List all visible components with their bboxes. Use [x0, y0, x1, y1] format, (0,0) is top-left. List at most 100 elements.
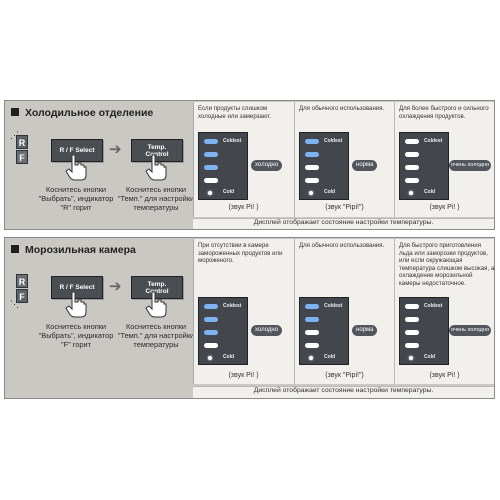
right-arrow-icon: ➔	[109, 141, 122, 158]
glow-rays-icon: ⋱	[10, 299, 19, 309]
section-title-text: Морозильная камера	[25, 244, 136, 256]
sound-text: (звук "Pipi!")	[325, 372, 364, 379]
rf-select-button[interactable]: R / F Select	[51, 139, 103, 162]
cold-label: Cold	[324, 354, 336, 360]
pointing-hand-icon	[65, 291, 87, 318]
level-segment	[405, 139, 419, 144]
display-footnote: Дисплей отображает состояние настройки т…	[193, 218, 494, 229]
mode-column-cold: При отсутствии в камере замороженных про…	[194, 239, 293, 384]
mode-column-very-cold: Для быстрого приготовления льда или замо…	[394, 239, 495, 384]
select-caption: Коснитесь кнопки "Выбрать", индикатор "R…	[38, 185, 114, 212]
mode-description: Для обычного использования.	[299, 242, 385, 249]
level-segment	[204, 178, 218, 183]
level-segment	[405, 343, 419, 348]
level-segment	[204, 330, 218, 335]
rf-select-button[interactable]: R / F Select	[51, 276, 103, 299]
cold-label: Cold	[223, 189, 235, 195]
pointing-hand-icon	[65, 154, 87, 181]
section-title-text: Холодильное отделение	[25, 107, 154, 119]
glow-rays-icon: ⋰	[10, 130, 19, 140]
sound-text: (звук Pi! )	[228, 372, 259, 379]
fridge-instructions: Холодильное отделение ⋰ R F R / F Select…	[5, 101, 194, 229]
level-segment	[305, 304, 319, 309]
mode-description: Для более быстрого и сильного охлаждения…	[399, 105, 489, 120]
level-segment	[405, 165, 419, 170]
level-segment	[305, 343, 319, 348]
cold-label: Cold	[424, 189, 436, 195]
mode-column-cold: Если продукты слишком холодные или замер…	[194, 102, 293, 217]
level-segment	[305, 317, 319, 322]
level-segment	[305, 165, 319, 170]
level-segment	[305, 330, 319, 335]
section-title: Холодильное отделение	[11, 107, 153, 119]
level-segment	[204, 165, 218, 170]
level-segment	[204, 317, 218, 322]
select-caption: Коснитесь кнопки "Выбрать", индикатор "F…	[38, 322, 114, 349]
level-segment	[405, 178, 419, 183]
level-segment	[204, 304, 218, 309]
mode-label: холодно	[251, 160, 283, 171]
level-indicator-dot	[208, 191, 212, 195]
mode-label: холодно	[251, 325, 283, 336]
level-segment	[305, 139, 319, 144]
mode-label: норма	[352, 325, 378, 336]
level-indicator-dot	[409, 191, 413, 195]
level-indicator-dot	[208, 356, 212, 360]
temp-control-button[interactable]: Temp.Control	[131, 276, 183, 299]
mode-label: очень холодно	[449, 325, 492, 336]
level-segment	[405, 330, 419, 335]
mode-column-very-cold: Для более быстрого и сильного охлаждения…	[394, 102, 493, 217]
coldest-label: Coldest	[324, 303, 343, 309]
mode-label: норма	[352, 160, 378, 171]
rf-indicator: R F ⋱	[10, 270, 32, 312]
mode-description: Для быстрого приготовления льда или замо…	[399, 242, 495, 287]
temp-caption: Коснитесь кнопки "Темп." для настройки т…	[117, 185, 195, 212]
pointing-hand-icon	[145, 291, 167, 318]
mode-label: очень холодно	[449, 160, 492, 171]
level-indicator-dot	[309, 356, 313, 360]
mode-description: При отсутствии в камере замороженных про…	[198, 242, 283, 264]
freezer-section: Морозильная камера R F ⋱ R / F Select ➔ …	[4, 237, 495, 399]
level-segment	[204, 152, 218, 157]
level-segment	[405, 317, 419, 322]
level-segment	[405, 304, 419, 309]
level-segment	[305, 152, 319, 157]
fridge-section: Холодильное отделение ⋰ R F R / F Select…	[4, 100, 495, 230]
cold-label: Cold	[223, 354, 235, 360]
mode-description: Если продукты слишком холодные или замер…	[198, 105, 272, 120]
freezer-instructions: Морозильная камера R F ⋱ R / F Select ➔ …	[5, 238, 194, 398]
sound-text: (звук "Pipi!")	[325, 204, 364, 211]
mode-description: Для обычного использования.	[299, 105, 385, 112]
coldest-label: Coldest	[424, 303, 443, 309]
cold-label: Cold	[324, 189, 336, 195]
coldest-label: Coldest	[223, 303, 242, 309]
level-indicator-dot	[409, 356, 413, 360]
temp-caption: Коснитесь кнопки "Темп." для настройки т…	[117, 322, 195, 349]
level-segment	[204, 343, 218, 348]
sound-text: (звук Pi! )	[228, 204, 259, 211]
freezer-modes: При отсутствии в камере замороженных про…	[193, 239, 494, 384]
display-footnote: Дисплей отображает состояние настройки т…	[193, 386, 494, 398]
sound-text: (звук Pi! )	[429, 204, 460, 211]
indicator-r: R	[16, 274, 28, 288]
fridge-modes: Если продукты слишком холодные или замер…	[193, 102, 494, 217]
temp-control-button[interactable]: Temp.Control	[131, 139, 183, 162]
indicator-f: F	[16, 289, 28, 303]
rf-indicator: ⋰ R F	[10, 131, 32, 173]
coldest-label: Coldest	[324, 138, 343, 144]
indicator-r: R	[16, 135, 28, 149]
coldest-label: Coldest	[223, 138, 242, 144]
section-title: Морозильная камера	[11, 244, 136, 256]
level-segment	[405, 152, 419, 157]
coldest-label: Coldest	[424, 138, 443, 144]
level-segment	[305, 178, 319, 183]
level-segment	[204, 139, 218, 144]
